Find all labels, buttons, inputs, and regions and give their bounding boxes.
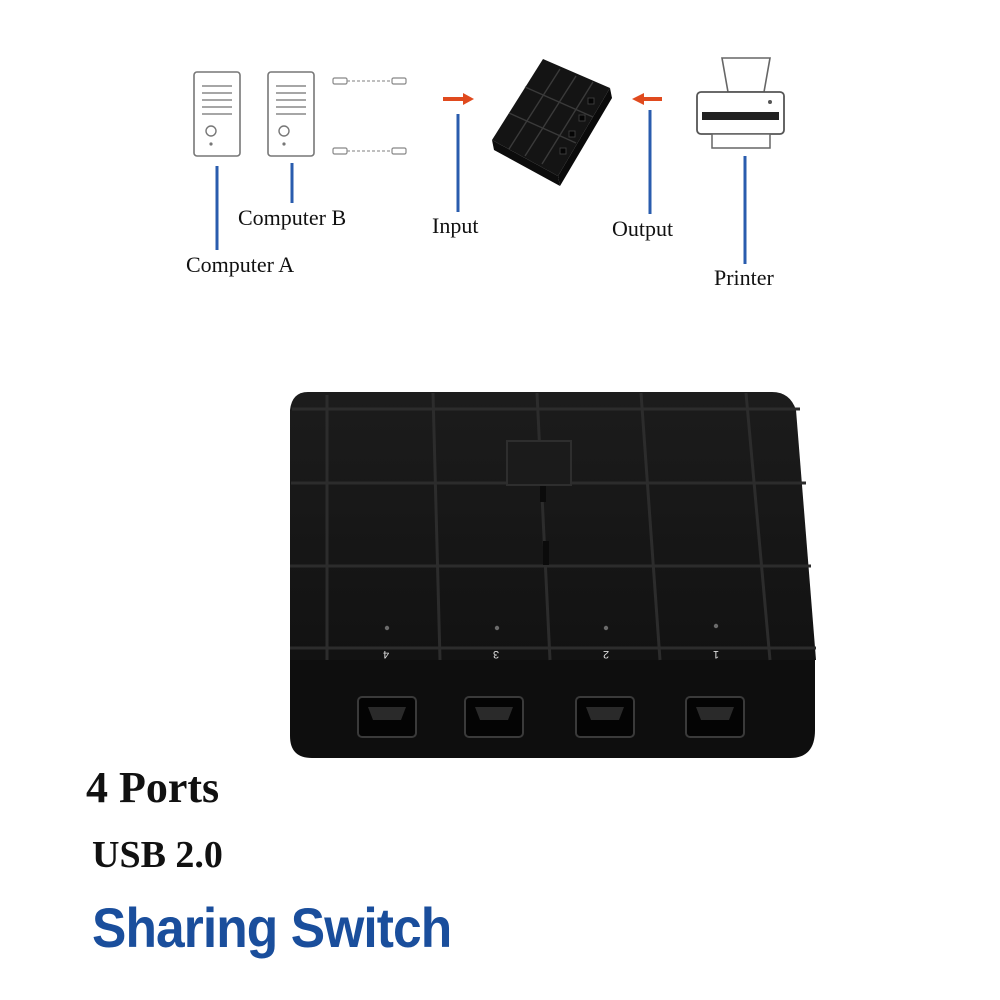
switch-thumbnail-icon [492, 59, 612, 186]
computer-a-label: Computer A [186, 252, 295, 277]
sharing-switch-headline: Sharing Switch [92, 896, 452, 959]
port-number-label: 4 [383, 648, 390, 660]
computer-b-icon [267, 71, 315, 157]
port-number-label: 2 [603, 648, 610, 660]
output-arrow-icon [632, 93, 662, 105]
usb-version-headline: USB 2.0 [92, 834, 223, 876]
input-label: Input [432, 213, 479, 238]
port-number-label: 3 [493, 648, 500, 660]
printer-icon [696, 57, 785, 149]
port-number-label: 1 [713, 648, 720, 660]
connection-diagram [193, 57, 785, 264]
printer-label: Printer [714, 265, 774, 290]
usb-cable-icon [332, 147, 407, 155]
usb-cable-icon [332, 77, 407, 85]
input-arrow-icon [443, 93, 474, 105]
computer-b-label: Computer B [238, 205, 347, 230]
ports-headline: 4 Ports [86, 763, 220, 812]
output-label: Output [612, 216, 674, 241]
computer-a-icon [193, 71, 241, 157]
